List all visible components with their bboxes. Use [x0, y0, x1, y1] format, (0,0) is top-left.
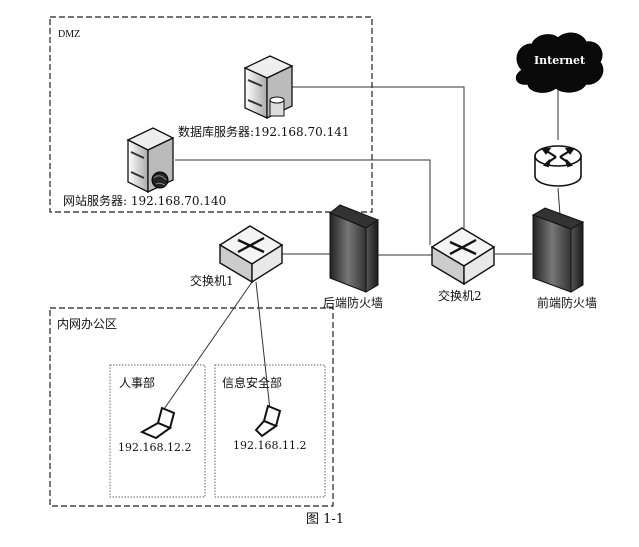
- intranet-zone-label: 内网办公区: [57, 317, 118, 331]
- switch2-label: 交换机2: [438, 289, 482, 303]
- hr-zone-label: 人事部: [119, 376, 156, 390]
- switch-icon: [430, 227, 496, 286]
- link-router-front-firewall: [557, 187, 561, 216]
- switch1-label: 交换机1: [190, 274, 234, 288]
- firewall-icon: [329, 204, 380, 293]
- infosec-zone: [214, 364, 326, 498]
- connections: [161, 86, 561, 413]
- cloud-icon: [515, 32, 604, 93]
- link-web-server-switch2: [175, 159, 431, 245]
- front-firewall-label: 前端防火墙: [537, 296, 598, 310]
- back-firewall-label: 后端防火墙: [323, 296, 384, 310]
- web-server-icon: [126, 127, 175, 194]
- router-icon: [534, 145, 582, 187]
- web-server-label: 网站服务器: 192.168.70.140: [63, 194, 227, 208]
- figure-caption: 图 1-1: [306, 512, 345, 527]
- laptop-icon: [254, 404, 282, 438]
- firewall-icon: [531, 207, 585, 293]
- db-server-label: 数据库服务器:192.168.70.141: [178, 125, 350, 139]
- dmz-zone-label: DMZ: [58, 29, 81, 40]
- link-switch1-hr-laptop: [161, 281, 253, 413]
- database-server-icon: [243, 55, 294, 120]
- infosec-laptop-ip: 192.168.11.2: [233, 439, 307, 452]
- dmz-zone: [49, 16, 373, 213]
- laptop-icon: [139, 406, 176, 440]
- infosec-zone-label: 信息安全部: [222, 376, 283, 390]
- link-switch1-infosec-laptop: [255, 281, 271, 411]
- link-db-server-switch2: [292, 86, 465, 228]
- hr-laptop-ip: 192.168.12.2: [118, 441, 192, 454]
- internet-label: Internet: [534, 54, 586, 67]
- hr-zone: [109, 364, 206, 498]
- intranet-zone: [49, 307, 334, 507]
- switch-icon: [218, 225, 284, 284]
